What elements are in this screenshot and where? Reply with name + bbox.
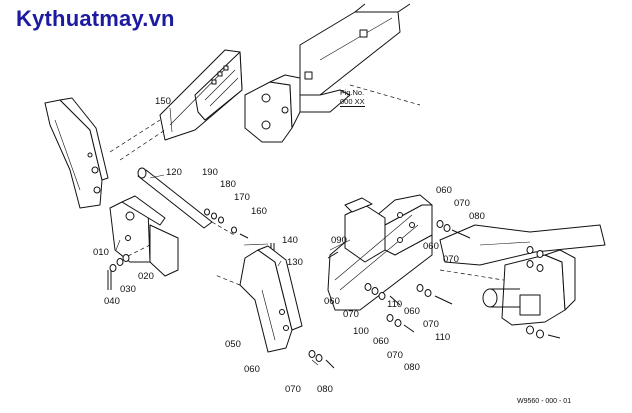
part-label-070-mid: 070 — [443, 254, 459, 265]
bracket-150 — [109, 49, 243, 161]
arm-050 — [214, 245, 303, 353]
part-label-040: 040 — [104, 296, 120, 307]
part-label-060-bottom: 060 — [244, 364, 260, 375]
part-label-130: 130 — [287, 257, 303, 268]
part-label-060-mid: 060 — [423, 241, 439, 252]
part-label-180: 180 — [220, 179, 236, 190]
fastener-group-right — [526, 246, 561, 339]
part-label-160: 160 — [251, 206, 267, 217]
fastener-group-shaft — [204, 208, 249, 239]
part-label-060-center: 060 — [324, 296, 340, 307]
left-side-plate — [44, 97, 109, 209]
part-label-100: 100 — [353, 326, 369, 337]
fastener-group-left — [107, 244, 151, 290]
part-label-110-right: 110 — [435, 332, 451, 343]
part-label-110-left: 110 — [387, 299, 403, 310]
part-label-150: 150 — [155, 96, 171, 107]
part-label-020: 020 — [138, 271, 154, 282]
part-label-030: 030 — [120, 284, 136, 295]
rail-side-bracket — [244, 74, 301, 143]
site-title: Kythuatmay.vn — [16, 6, 175, 31]
leader-lines — [115, 107, 351, 366]
part-label-080-bottom: 080 — [317, 384, 333, 395]
part-label-080-lower: 080 — [404, 362, 420, 373]
part-label-070-right: 070 — [423, 319, 439, 330]
part-label-070-bottom: 070 — [285, 384, 301, 395]
part-label-070-lower: 070 — [387, 350, 403, 361]
figure-ref-label: Fig.No. — [340, 88, 365, 97]
figure-ref-number: 000 XX — [340, 97, 365, 107]
part-label-060-lower: 060 — [373, 336, 389, 347]
bracket-010 — [109, 195, 179, 277]
part-label-070-center: 070 — [343, 309, 359, 320]
figure-reference: Fig.No. 000 XX — [340, 88, 365, 107]
fastener-group-center — [308, 220, 471, 369]
part-label-060-right: 060 — [404, 306, 420, 317]
part-label-120: 120 — [166, 167, 182, 178]
part-label-050: 050 — [225, 339, 241, 350]
part-label-070-top: 070 — [454, 198, 470, 209]
part-label-190: 190 — [202, 167, 218, 178]
part-label-010: 010 — [93, 247, 109, 258]
part-label-080-top: 080 — [469, 211, 485, 222]
bracket-090 — [327, 194, 433, 311]
part-label-170: 170 — [234, 192, 250, 203]
cross-shaft-120 — [137, 167, 237, 237]
drawing-number: W9560 - 000 - 01 — [517, 398, 572, 405]
right-end-bracket — [482, 249, 576, 326]
part-label-060-top: 060 — [436, 185, 452, 196]
part-label-140: 140 — [282, 235, 298, 246]
part-label-090: 090 — [331, 235, 347, 246]
